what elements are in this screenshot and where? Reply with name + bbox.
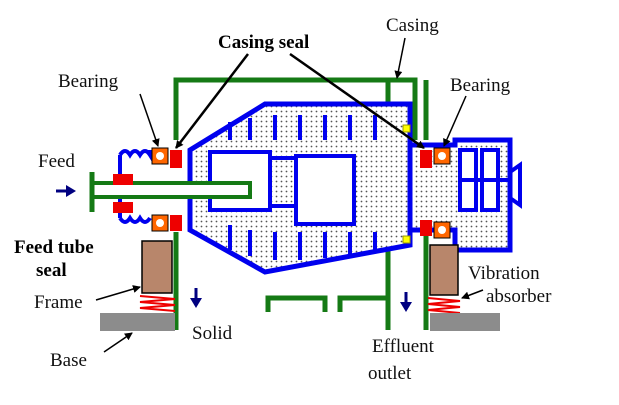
ports: [402, 124, 411, 244]
drive-shaft: [508, 161, 522, 209]
casing-seal-right: [420, 150, 432, 168]
label-bearing-left: Bearing: [58, 71, 119, 92]
label-feed-tube-seal-2: seal: [36, 260, 67, 281]
casing-seal-lower-right: [420, 220, 432, 236]
label-vibration-2: absorber: [486, 286, 552, 307]
solid-outlet-hopper: [265, 295, 328, 312]
spring-left: [139, 295, 176, 312]
bowl-hub-neck: [270, 156, 296, 208]
seals: [113, 150, 432, 236]
flow-arrows: [56, 185, 412, 312]
effluent-outlet-hopper: [337, 295, 391, 312]
base-right: [430, 313, 500, 331]
feed-tube: [89, 172, 252, 212]
spring-right: [427, 297, 461, 314]
label-effluent-1: Effluent: [372, 336, 435, 357]
label-feed-tube-seal-1: Feed tube: [14, 237, 94, 258]
feed-tube-seal-bottom: [113, 202, 133, 213]
frame-right: [429, 244, 459, 296]
conveyor-flights-top: [228, 115, 377, 140]
label-frame: Frame: [34, 292, 83, 313]
label-casing-seal: Casing seal: [218, 32, 309, 53]
gearbox: [458, 148, 510, 212]
feed-tube-seal-top: [113, 174, 133, 185]
base-left: [100, 313, 175, 331]
feed-tube-pipe: [90, 181, 252, 199]
casing-seal-left: [170, 150, 182, 168]
label-effluent-2: outlet: [368, 363, 412, 384]
bowl-hub-center: [294, 154, 356, 226]
label-bearing-right: Bearing: [450, 75, 511, 96]
casing-left-wall: [173, 77, 418, 140]
label-casing: Casing: [386, 15, 439, 36]
conveyor-flights-bottom: [228, 225, 377, 260]
label-base: Base: [50, 350, 87, 371]
leader-lines: [95, 37, 484, 353]
label-solid: Solid: [192, 323, 233, 344]
frame-left: [141, 240, 173, 294]
casing-seal-lower-left: [170, 215, 182, 231]
label-feed: Feed: [38, 151, 75, 172]
casing: [173, 77, 429, 330]
label-vibration-1: Vibration: [468, 263, 540, 284]
bearings: [151, 147, 451, 239]
bellows-left: [118, 149, 152, 224]
